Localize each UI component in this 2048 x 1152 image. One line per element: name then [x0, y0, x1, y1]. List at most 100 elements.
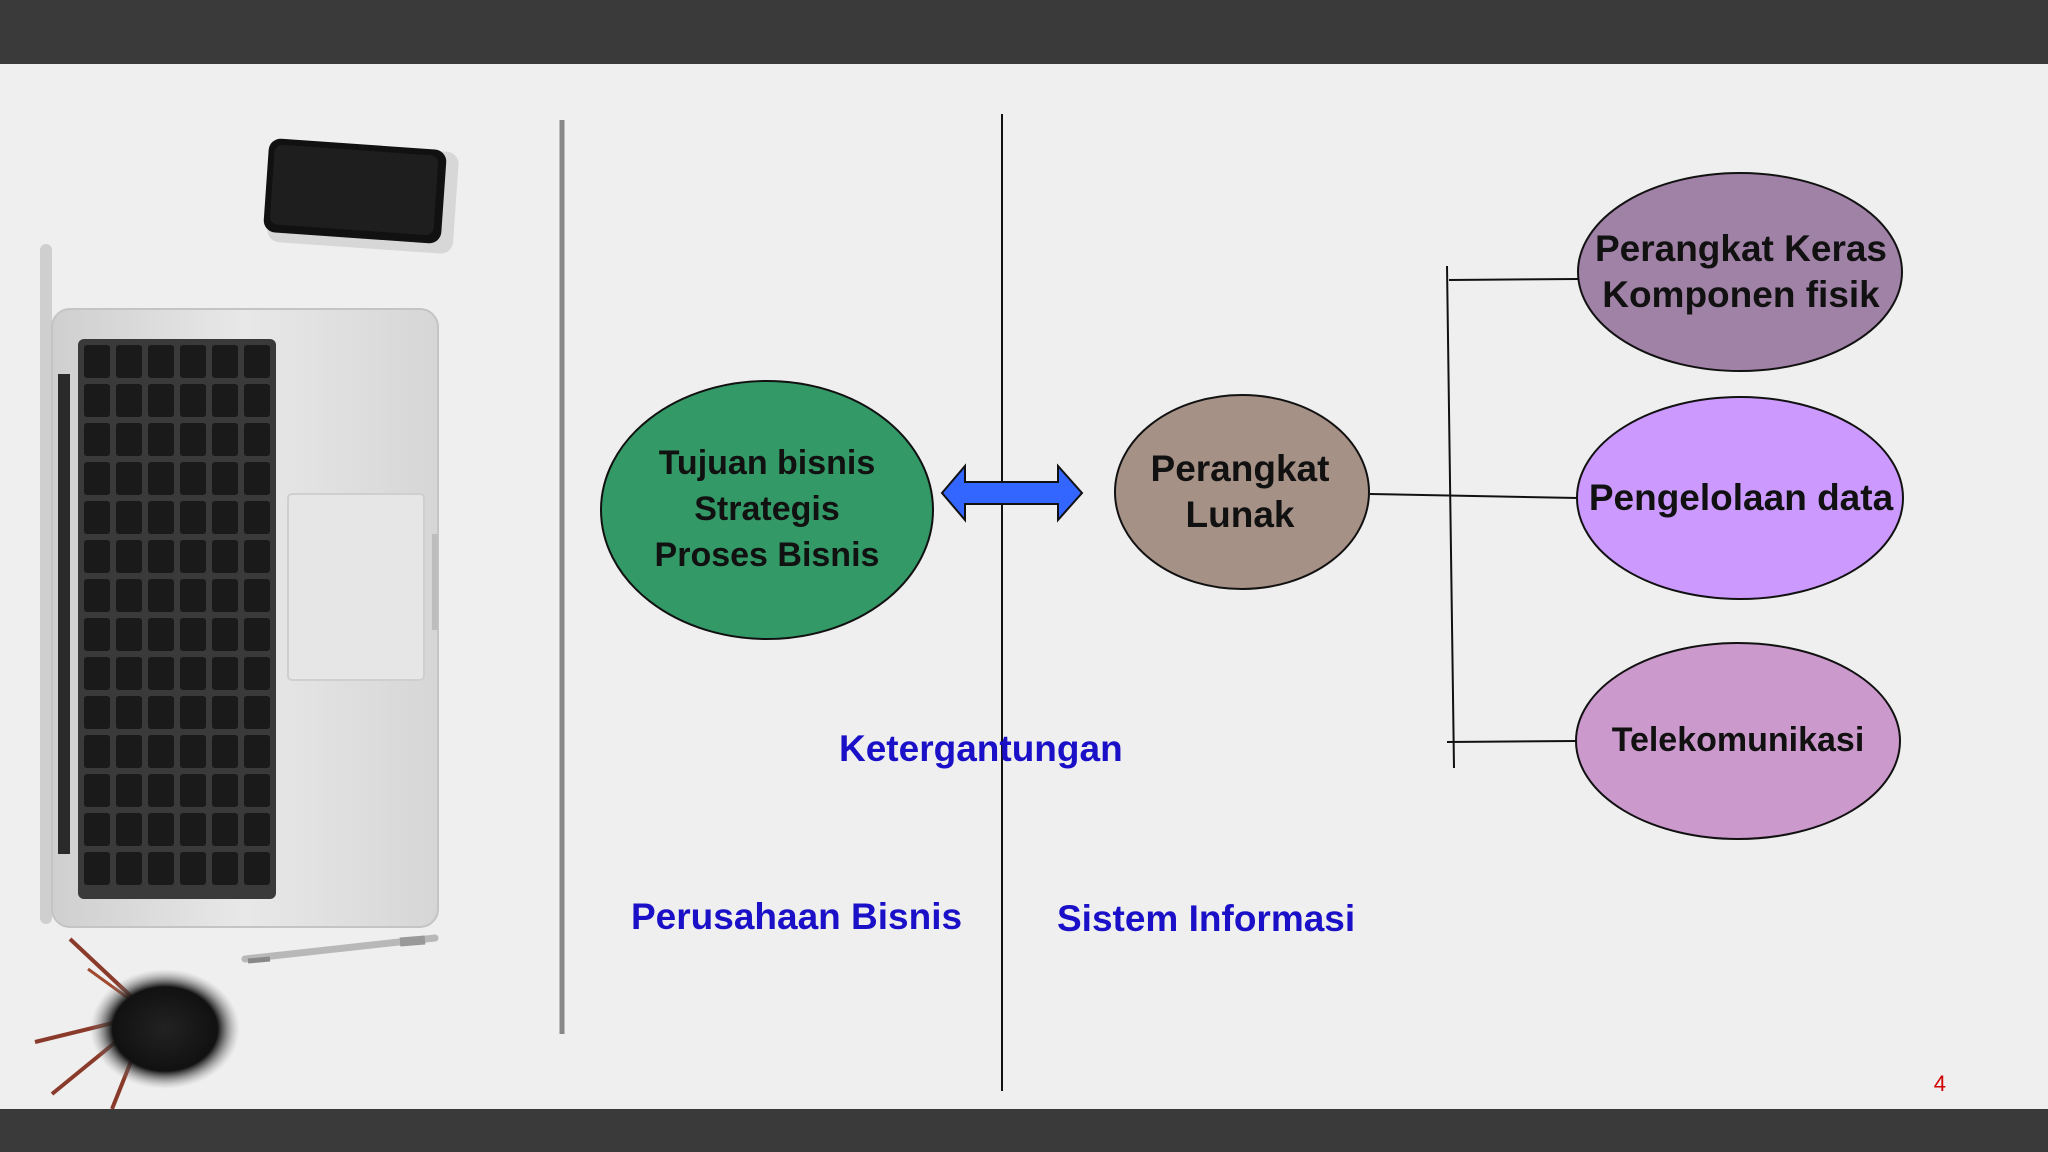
keyboard-key [244, 423, 270, 456]
software-line-2: Lunak [1185, 494, 1295, 535]
keyboard-key [84, 618, 110, 651]
keyboard-key [180, 696, 206, 729]
keyboard-key [180, 657, 206, 690]
keyboard-key [180, 345, 206, 378]
keyboard-key [244, 774, 270, 807]
keyboard-key [212, 696, 238, 729]
keyboard-key [84, 813, 110, 846]
keyboard-key [244, 852, 270, 885]
keyboard-key [148, 423, 174, 456]
keyboard-key [180, 540, 206, 573]
keyboard-key [84, 657, 110, 690]
keyboard-key [116, 852, 142, 885]
keyboard-key [116, 735, 142, 768]
pencil-cup-image [34, 937, 240, 1109]
keyboard-key [116, 423, 142, 456]
dependency-caption: Ketergantungan [839, 728, 1123, 769]
keyboard-key [244, 657, 270, 690]
data-management-label: Pengelolaan data [1588, 477, 1894, 518]
hardware-label: Perangkat Keras Komponen fisik [1576, 224, 1906, 320]
keyboard-key [148, 345, 174, 378]
keyboard-key [116, 501, 142, 534]
keyboard-key [244, 501, 270, 534]
hardware-ellipse [1577, 172, 1903, 372]
keyboard-key [212, 384, 238, 417]
business-goal-line-3: Proses Bisnis [654, 536, 880, 574]
keyboard-key [180, 423, 206, 456]
keyboard-key [148, 813, 174, 846]
keyboard-key [116, 540, 142, 573]
connector-software-data [1369, 493, 1579, 499]
telecom-ellipse [1575, 642, 1901, 840]
keyboard-key [116, 345, 142, 378]
keyboard-key [116, 462, 142, 495]
keyboard-key [244, 345, 270, 378]
keyboard-key [180, 735, 206, 768]
business-goal-line-1: Tujuan bisnis [658, 444, 876, 482]
software-label: Perangkat Lunak [1120, 442, 1360, 542]
keyboard-key [212, 579, 238, 612]
business-caption: Perusahaan Bisnis [631, 896, 963, 937]
keyboard-key [212, 462, 238, 495]
keyboard-key [148, 540, 174, 573]
keyboard-key [84, 540, 110, 573]
laptop-image [40, 244, 439, 928]
keyboard-key [212, 852, 238, 885]
double-arrow-icon [940, 463, 1084, 523]
hardware-line-2: Komponen fisik [1602, 274, 1880, 315]
bracket-vertical-line [1446, 265, 1455, 769]
keyboard-key [180, 384, 206, 417]
keyboard-key [212, 501, 238, 534]
keyboard-key [180, 579, 206, 612]
keyboard-key [244, 618, 270, 651]
keyboard-key [148, 501, 174, 534]
keyboard-key [116, 774, 142, 807]
keyboard-key [84, 345, 110, 378]
keyboard-key [180, 462, 206, 495]
keyboard-key [84, 774, 110, 807]
keyboard-key [116, 657, 142, 690]
keyboard-key [116, 579, 142, 612]
keyboard-key [148, 384, 174, 417]
keyboard-key [212, 735, 238, 768]
keyboard-key [212, 423, 238, 456]
smartphone-image [263, 138, 459, 254]
keyboard-key [148, 774, 174, 807]
connector-telecom [1446, 740, 1577, 743]
keyboard-key [244, 696, 270, 729]
keyboard-key [84, 852, 110, 885]
keyboard-key [244, 540, 270, 573]
keyboard-key [116, 618, 142, 651]
keyboard-key [148, 657, 174, 690]
keyboard-key [212, 774, 238, 807]
keyboard-key [116, 813, 142, 846]
keyboard-key [148, 852, 174, 885]
keyboard-key [212, 813, 238, 846]
keyboard-key [180, 501, 206, 534]
keyboard-key [212, 540, 238, 573]
pen-image [241, 934, 439, 964]
keyboard-key [84, 423, 110, 456]
software-ellipse [1114, 394, 1370, 590]
connector-hardware [1448, 278, 1579, 281]
business-goal-line-2: Strategis [694, 490, 840, 528]
keyboard-key [180, 852, 206, 885]
keyboard-key [84, 696, 110, 729]
keyboard-key [84, 384, 110, 417]
keyboard-key [244, 735, 270, 768]
keyboard-key [84, 462, 110, 495]
keyboard-key [148, 462, 174, 495]
keyboard-key [84, 735, 110, 768]
keyboard-key [244, 579, 270, 612]
slide-artwork [34, 114, 1904, 1109]
keyboard-keys [84, 345, 270, 885]
keyboard-key [116, 384, 142, 417]
keyboard-key [84, 579, 110, 612]
keyboard-key [116, 696, 142, 729]
keyboard-key [148, 696, 174, 729]
keyboard-key [148, 618, 174, 651]
data-management-ellipse [1576, 396, 1904, 600]
keyboard-key [148, 735, 174, 768]
page-number: 4 [1933, 1071, 1946, 1096]
keyboard-key [244, 462, 270, 495]
